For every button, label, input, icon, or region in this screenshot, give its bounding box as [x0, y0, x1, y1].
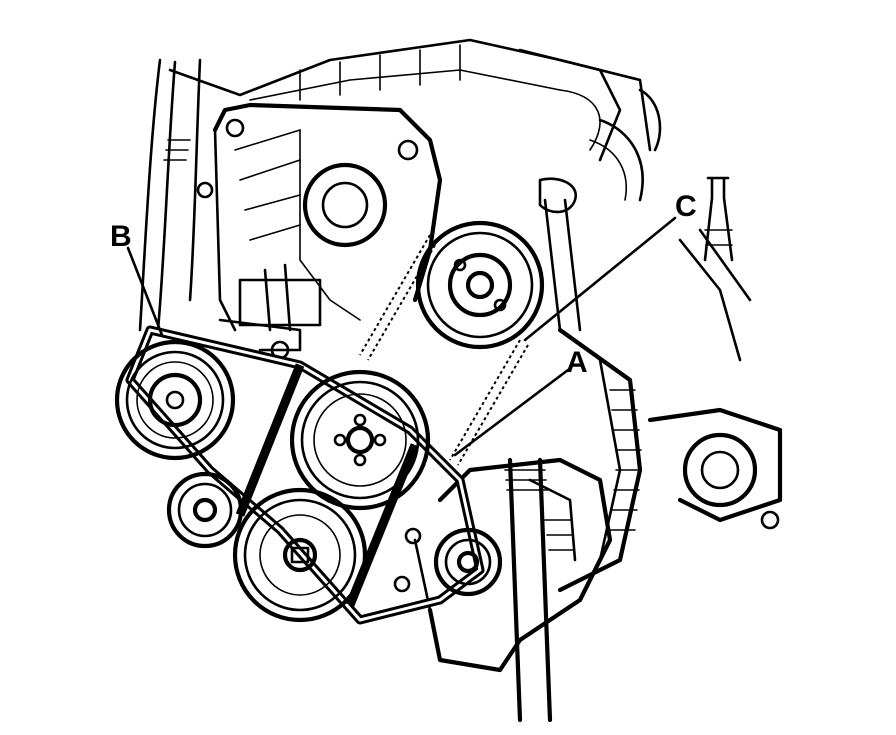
callout-lines	[126, 216, 677, 457]
power-steering-pulley	[415, 220, 545, 350]
ac-compressor-pulley	[114, 339, 236, 461]
crankshaft-pulley	[232, 487, 368, 623]
timing-belt	[359, 234, 529, 466]
engine-block	[138, 38, 783, 723]
idler-pulley-left	[166, 471, 244, 549]
label-a: A	[566, 346, 588, 379]
water-pump-pulley	[289, 369, 431, 511]
label-b: B	[110, 220, 132, 253]
tensioner-pulley	[433, 527, 503, 597]
drive-belt	[125, 325, 485, 625]
label-c: C	[675, 190, 697, 223]
